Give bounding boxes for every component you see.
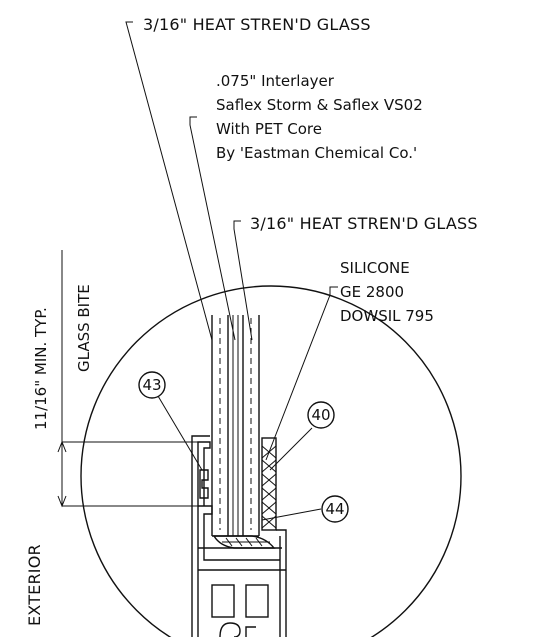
label-silicone-line3: DOWSIL 795 [340, 307, 434, 325]
callout-40: 40 [307, 401, 335, 429]
frame-profile [191, 435, 287, 637]
label-glass-bottom: 3/16" HEAT STREN'D GLASS [250, 214, 478, 233]
callout-43-text: 43 [142, 376, 161, 394]
label-interlayer-line4: By 'Eastman Chemical Co.' [216, 144, 417, 162]
callout-44-text: 44 [325, 500, 344, 518]
label-interlayer-line2: Saflex Storm & Saflex VS02 [216, 96, 423, 114]
label-exterior: EXTERIOR [25, 544, 44, 626]
leader-lines [125, 21, 338, 521]
label-silicone-line1: SILICONE [340, 259, 410, 277]
glass-bite-dimension [57, 250, 212, 508]
callout-circle [138, 371, 166, 399]
callout-40-text: 40 [311, 406, 330, 424]
silicone-bead [261, 437, 277, 531]
callout-43: 43 [138, 371, 166, 399]
glass-assembly [211, 315, 260, 537]
label-glass-top: 3/16" HEAT STREN'D GLASS [143, 15, 371, 34]
label-interlayer-line3: With PET Core [216, 120, 322, 138]
label-bite-line2: GLASS BITE [75, 284, 93, 372]
callout-circle [321, 495, 349, 523]
callout-44: 44 [321, 495, 349, 523]
callout-circle [307, 401, 335, 429]
label-bite-line1: 11/16" MIN. TYP. [32, 307, 50, 430]
label-silicone-line2: GE 2800 [340, 283, 404, 301]
detail-circle [80, 285, 462, 637]
label-interlayer-line1: .075" Interlayer [216, 72, 335, 90]
